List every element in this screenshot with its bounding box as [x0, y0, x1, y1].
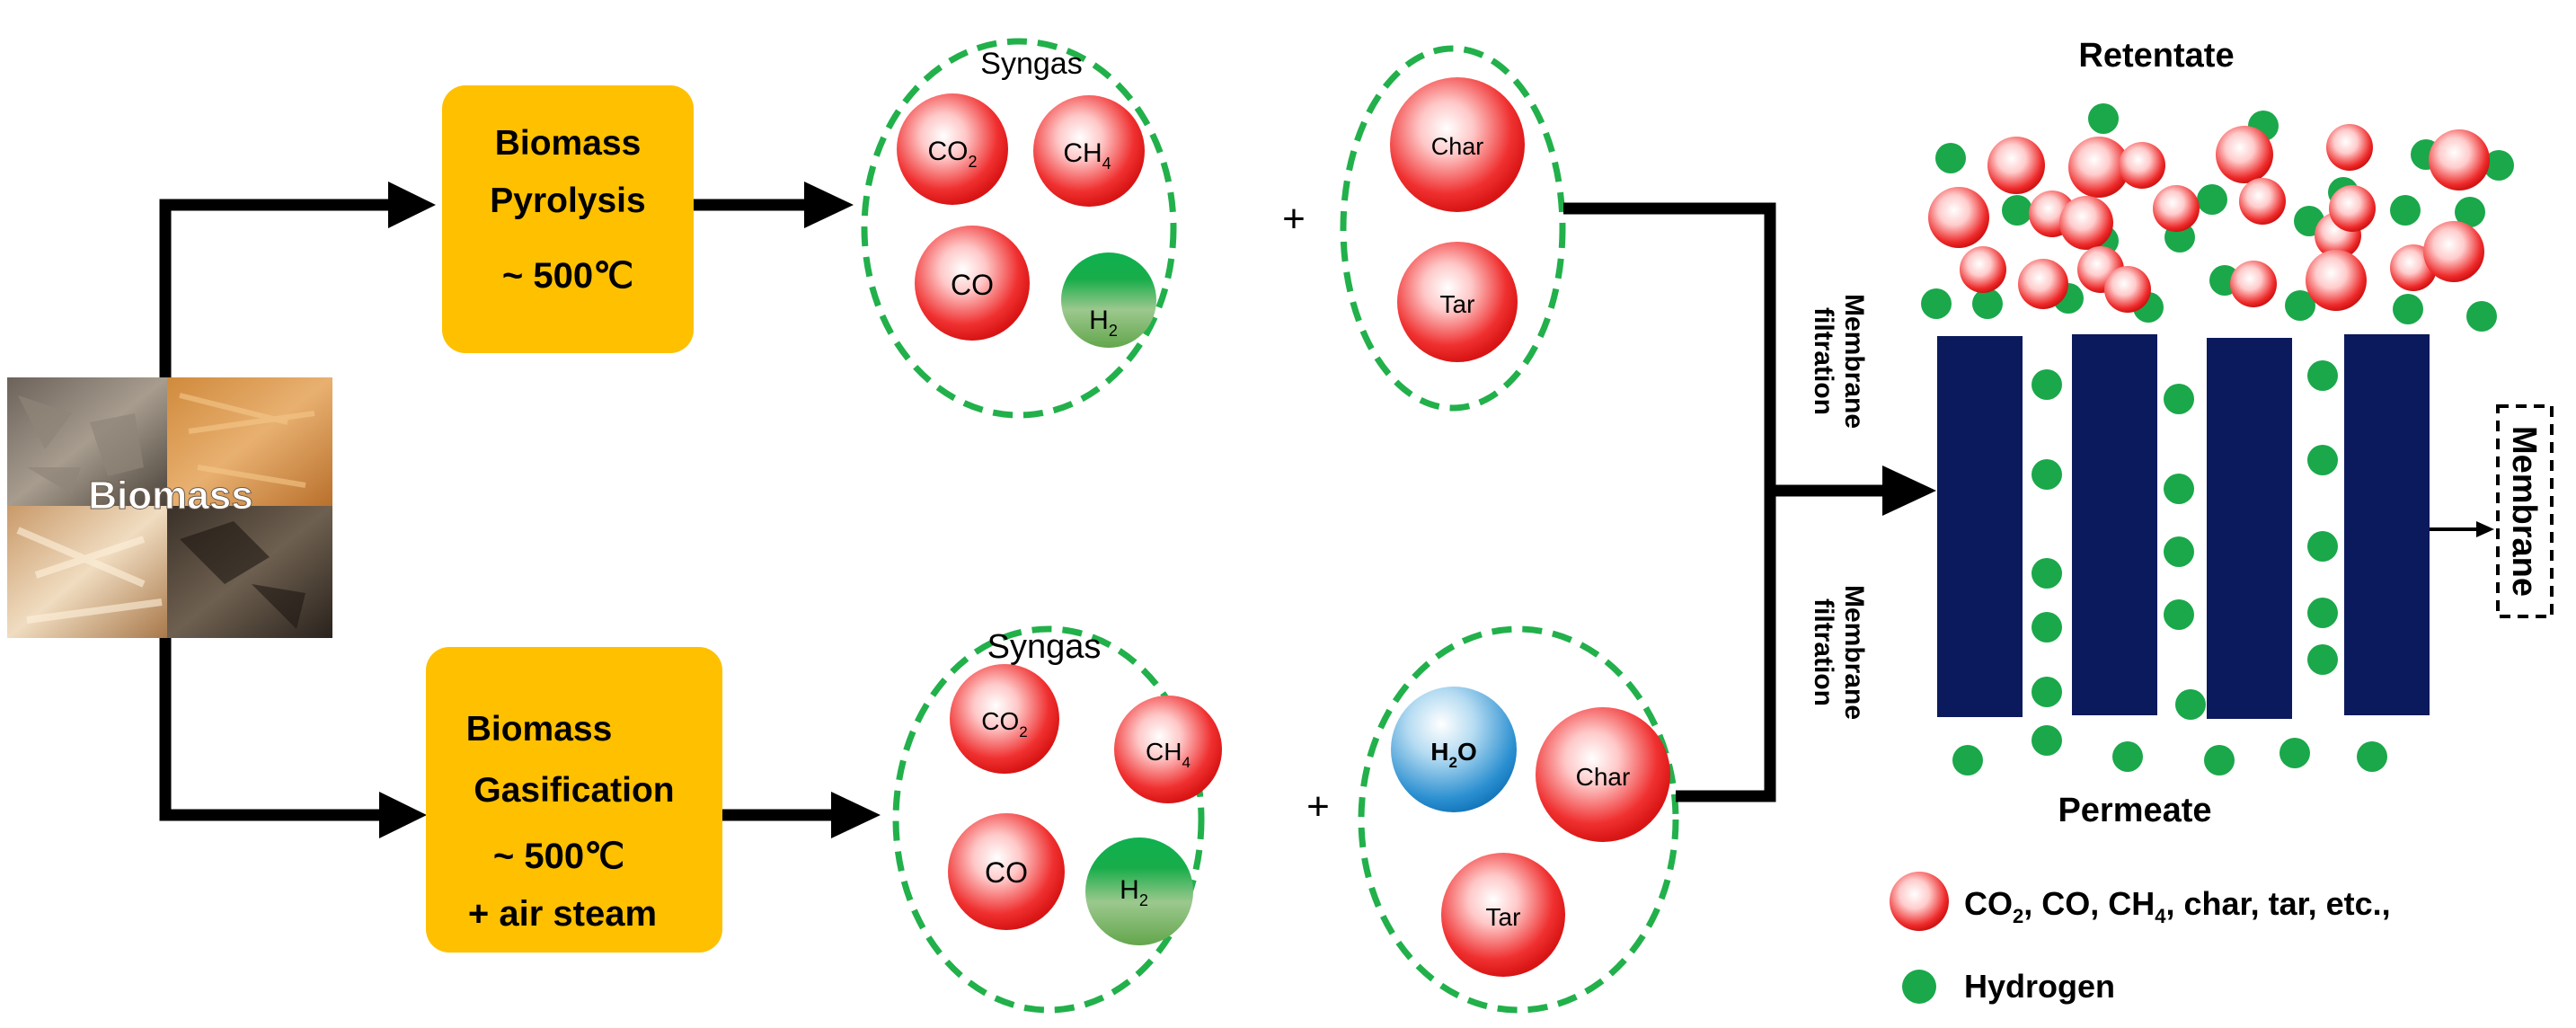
membrane-bars	[1937, 334, 2430, 719]
gasification-steam: + air steam	[468, 894, 657, 934]
biomass-image: Biomass	[7, 377, 332, 638]
svg-text:CH4: CH4	[1146, 738, 1191, 771]
top-filtration-label: Membrane filtration	[1809, 294, 1869, 429]
svg-text:CO2: CO2	[981, 707, 1027, 740]
top-ch4-molecule: CH4	[1033, 95, 1145, 207]
permeate-label: Permeate	[2058, 792, 2211, 829]
retentate-label: Retentate	[2078, 37, 2234, 75]
bottom-byproducts-group: H2O Char Tar	[1358, 625, 1679, 1014]
legend-item-impurities: CO2, CO, CH4, char, tar, etc.,	[1890, 872, 2391, 931]
top-syngas-label: Syngas	[980, 47, 1082, 81]
bottom-water-molecule: H2O	[1391, 687, 1517, 812]
legend: CO2, CO, CH4, char, tar, etc., Hydrogen	[1890, 872, 2391, 1005]
svg-text:Hydrogen: Hydrogen	[1964, 968, 2115, 1005]
svg-text:Membrane: Membrane	[1839, 585, 1869, 720]
top-co2-molecule: CO2	[897, 93, 1008, 205]
arrow-head-to-pyrolysis	[388, 182, 436, 228]
membrane-pointer	[2430, 521, 2494, 537]
bottom-char-particle: Char	[1536, 707, 1670, 842]
top-plus-sign: +	[1282, 197, 1306, 241]
bottom-co-molecule: CO	[948, 813, 1065, 930]
pyrolysis-temperature: ~ 500℃	[502, 256, 633, 296]
arrow-to-bottom-syngas	[722, 792, 881, 838]
arrow-head-to-gasification	[379, 792, 427, 838]
svg-text:Membrane: Membrane	[1839, 294, 1869, 429]
svg-text:CO2: CO2	[927, 137, 977, 171]
svg-text:filtration: filtration	[1809, 307, 1838, 415]
bottom-syngas-group: Syngas CO2 CH4 CO H2	[892, 625, 1222, 1014]
bottom-plus-sign: +	[1306, 784, 1330, 829]
svg-text:Tar: Tar	[1486, 903, 1521, 931]
pyrolysis-title-line1: Biomass	[495, 124, 642, 163]
gasification-box: Biomass Gasification ~ 500℃ + air steam	[426, 647, 722, 953]
svg-text:CO2, CO, CH4, char, tar, etc.,: CO2, CO, CH4, char, tar, etc.,	[1964, 885, 2391, 927]
bottom-tar-particle: Tar	[1441, 853, 1565, 977]
membrane-label: Membrane	[2505, 426, 2543, 597]
svg-text:CH4: CH4	[1063, 138, 1111, 173]
svg-text:Char: Char	[1431, 133, 1484, 160]
permeating-hydrogen	[1952, 360, 2387, 775]
bottom-filtration-label: Membrane filtration	[1809, 585, 1869, 720]
arrow-to-top-syngas	[694, 182, 854, 228]
svg-text:Tar: Tar	[1440, 290, 1475, 318]
top-co-molecule: CO	[915, 226, 1030, 341]
membrane-feed-connector	[1563, 202, 1887, 802]
biomass-label: Biomass	[88, 474, 252, 518]
legend-item-hydrogen: Hydrogen	[1902, 968, 2115, 1005]
svg-text:Char: Char	[1576, 763, 1631, 791]
svg-text:H2: H2	[1089, 306, 1118, 340]
gasification-temperature: ~ 500℃	[493, 837, 624, 876]
top-tar-particle: Tar	[1397, 242, 1518, 362]
pyrolysis-box: Biomass Pyrolysis ~ 500℃	[442, 85, 694, 353]
top-h2-molecule: H2	[1061, 253, 1156, 348]
svg-text:H2O: H2O	[1430, 738, 1476, 771]
bottom-h2-molecule: H2	[1085, 837, 1193, 945]
svg-text:CO: CO	[985, 856, 1028, 889]
bottom-syngas-label: Syngas	[987, 628, 1102, 666]
top-char-particle: Char	[1390, 77, 1525, 212]
pyrolysis-title-line2: Pyrolysis	[490, 182, 645, 220]
svg-text:CO: CO	[951, 269, 994, 301]
membrane-label-box: Membrane	[2496, 404, 2554, 618]
gasification-title-line1: Biomass	[466, 710, 613, 749]
arrow-head-to-membrane	[1882, 465, 1936, 516]
bottom-ch4-molecule: CH4	[1114, 696, 1222, 803]
top-byproducts-group: Char Tar	[1340, 45, 1566, 412]
gasification-title-line2: Gasification	[474, 771, 674, 810]
biomass-branch-connector	[159, 199, 395, 821]
top-syngas-group: Syngas CO2 CH4 CO H2	[861, 38, 1177, 419]
svg-text:H2: H2	[1120, 875, 1148, 909]
svg-text:filtration: filtration	[1809, 598, 1838, 706]
retentate-particles	[1921, 103, 2514, 332]
bottom-co2-molecule: CO2	[950, 664, 1059, 774]
